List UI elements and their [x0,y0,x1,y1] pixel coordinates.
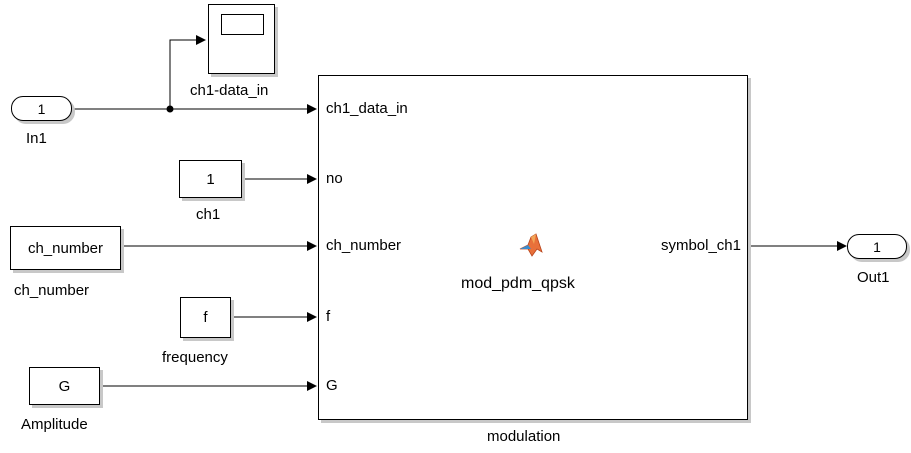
scope-label: ch1-data_in [190,82,269,99]
constant-ch-number[interactable]: ch_number [10,226,121,270]
constant-ch1-value: 1 [206,170,215,188]
subsystem-output-port: symbol_ch1 [660,237,741,254]
inport-number: 1 [37,100,46,117]
constant-ch1-label: ch1 [196,206,221,223]
scope-screen-icon [221,14,264,35]
constant-ch1[interactable]: 1 [179,160,242,198]
constant-amplitude-label: Amplitude [21,416,88,433]
subsystem-function-name: mod_pdm_qpsk [461,275,575,292]
subsystem-label: modulation [487,428,561,445]
subsystem-input-port-3: f [326,308,331,325]
outport-number: 1 [873,238,881,255]
constant-frequency-value: f [203,309,208,326]
inport-label: In1 [26,130,47,147]
constant-ch-number-value: ch_number [27,239,104,257]
constant-amplitude-value: G [58,377,71,395]
constant-frequency[interactable]: f [180,297,231,338]
subsystem-modulation[interactable]: ch1_data_in no ch_number f G symbol_ch1 … [318,75,748,420]
constant-frequency-label: frequency [162,349,228,366]
subsystem-input-port-4: G [326,377,338,394]
subsystem-input-port-2: ch_number [326,237,402,254]
inport-in1[interactable]: 1 [11,96,72,121]
matlab-function-icon [519,233,543,257]
scope-block[interactable] [208,4,275,74]
constant-amplitude[interactable]: G [29,367,100,405]
outport-label: Out1 [857,269,890,286]
constant-ch-number-label: ch_number [14,282,90,299]
signal-line-to-scope[interactable] [169,35,206,109]
subsystem-input-port-0: ch1_data_in [326,100,408,117]
outport-out1[interactable]: 1 [847,234,907,259]
subsystem-input-port-1: no [326,170,343,187]
